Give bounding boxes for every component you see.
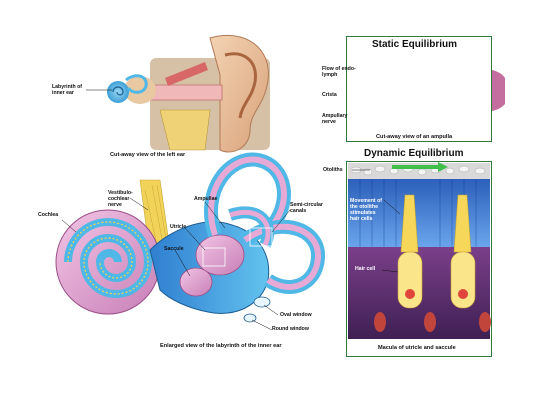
label-ampullae: Ampullae [194, 196, 218, 202]
dynamic-equilibrium-title: Dynamic Equilibrium [364, 148, 464, 159]
label-semicircular-canals: Semi-circular canals [290, 202, 323, 214]
label-round-window: Round window [272, 326, 309, 332]
caption-ampulla: Cut-away view of an ampulla [376, 134, 453, 140]
label-hair-cell: Hair cell [355, 266, 376, 272]
static-equilibrium-title: Static Equilibrium [372, 39, 458, 50]
caption-ear: Cut-away view of the left ear [110, 152, 186, 158]
label-otoliths: Otoliths [323, 167, 343, 173]
label-ampullary-nerve: Ampullary nerve [322, 113, 348, 125]
caption-labyrinth: Enlarged view of the labyrinth of the in… [160, 343, 282, 349]
static-equilibrium-panel [346, 36, 492, 142]
label-movement-of-otolithe: Movement of the otolithe stimulates hair… [350, 198, 382, 222]
label-vestibulocochlear-nerve: Vestibulo- cochlear nerve [108, 190, 133, 208]
label-saccule: Saccule [164, 246, 184, 252]
label-utricle: Utricle [170, 224, 187, 230]
label-cochlea: Cochlea [38, 212, 59, 218]
label-oval-window: Oval window [280, 312, 312, 318]
ear-cutaway-illustration [86, 34, 270, 153]
label-flow-of-endolymph: Flow of endo- lymph [322, 66, 356, 78]
macula-illustration [348, 162, 491, 339]
label-crista: Crista [322, 92, 337, 98]
caption-macula: Macula of utricle and saccule [378, 345, 456, 351]
labyrinth-illustration [55, 152, 325, 331]
dynamic-equilibrium-panel [346, 161, 492, 357]
label-labyrinth-of-inner-ear: Labyrinth of inner ear [52, 84, 82, 96]
